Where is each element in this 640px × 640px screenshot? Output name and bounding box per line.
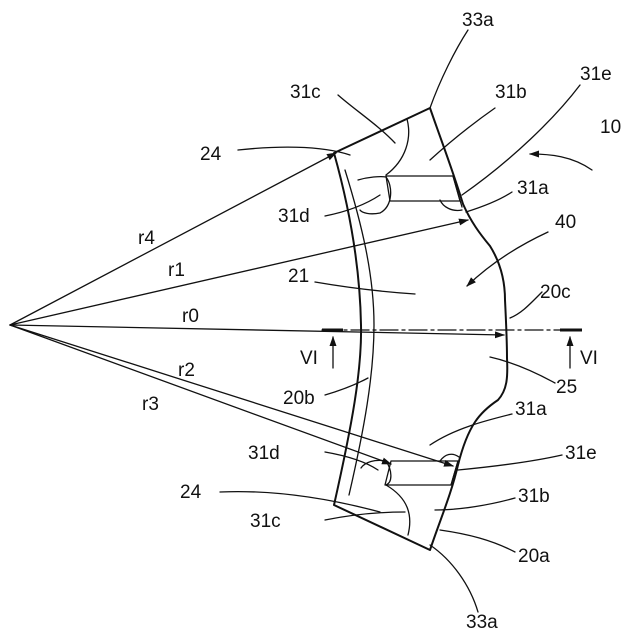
label-vi-left: VI: [300, 348, 318, 369]
label-31e-lower: 31e: [565, 443, 597, 464]
label-r2: r2: [178, 360, 195, 381]
label-31b-lower: 31b: [518, 486, 550, 507]
radius-lines: [10, 153, 504, 466]
label-40: 40: [555, 212, 576, 233]
leader-31d-upper: [325, 195, 380, 216]
labels: 33a 31e 31c 31b 10 24 31a 31d 40 r4 r1 2…: [138, 10, 621, 633]
label-31e-upper: 31e: [580, 64, 612, 85]
segment-outline: [334, 108, 507, 550]
leader-20b: [325, 378, 368, 395]
label-31d-upper: 31d: [278, 206, 310, 227]
label-31c-upper: 31c: [290, 82, 321, 103]
label-21: 21: [288, 266, 309, 287]
label-24-lower: 24: [180, 482, 202, 503]
radius-line-r2: [10, 325, 391, 464]
leader-31e-lower: [458, 455, 562, 470]
lower-pockets: [361, 454, 459, 535]
leader-31a-upper: [466, 192, 512, 212]
label-vi-right: VI: [580, 348, 598, 369]
label-20b: 20b: [283, 388, 315, 409]
upper-pocket-rect: [386, 176, 460, 201]
leader-33a-lower: [430, 545, 478, 612]
leader-25: [490, 357, 555, 383]
upper-pocket-edge: [453, 176, 462, 207]
leader-20a: [440, 530, 515, 552]
segment-body: [334, 108, 507, 550]
label-r4: r4: [138, 228, 155, 249]
leader-20c: [510, 292, 542, 318]
label-r0: r0: [182, 306, 199, 327]
radius-line-r4: [10, 153, 336, 325]
radius-line-r3: [10, 325, 453, 466]
leader-31c-upper: [338, 95, 395, 143]
radius-line-r0: [10, 325, 504, 335]
label-r1: r1: [168, 260, 185, 281]
label-20a: 20a: [518, 546, 550, 567]
leader-10: [530, 154, 592, 170]
radius-line-r1: [10, 220, 468, 325]
leader-21: [315, 282, 415, 294]
leader-33a-upper: [430, 30, 468, 108]
label-33a-lower: 33a: [466, 612, 498, 633]
label-24-upper: 24: [200, 144, 222, 165]
leader-40: [467, 232, 548, 286]
label-10: 10: [600, 117, 621, 138]
leader-24-lower: [220, 492, 380, 512]
label-33a-upper: 33a: [462, 10, 494, 31]
label-31c-lower: 31c: [250, 511, 281, 532]
lower-pocket-curve-e: [440, 454, 459, 461]
label-25: 25: [556, 377, 577, 398]
label-31a-upper: 31a: [517, 178, 549, 199]
upper-pocket-curve-d: [358, 177, 391, 214]
label-31a-lower: 31a: [515, 399, 547, 420]
label-31d-lower: 31d: [248, 443, 280, 464]
label-20c: 20c: [540, 282, 571, 303]
label-31b-upper: 31b: [495, 82, 527, 103]
label-r3: r3: [142, 394, 159, 415]
leader-31d-lower: [325, 452, 378, 470]
lower-pocket-curve-c: [386, 485, 410, 535]
